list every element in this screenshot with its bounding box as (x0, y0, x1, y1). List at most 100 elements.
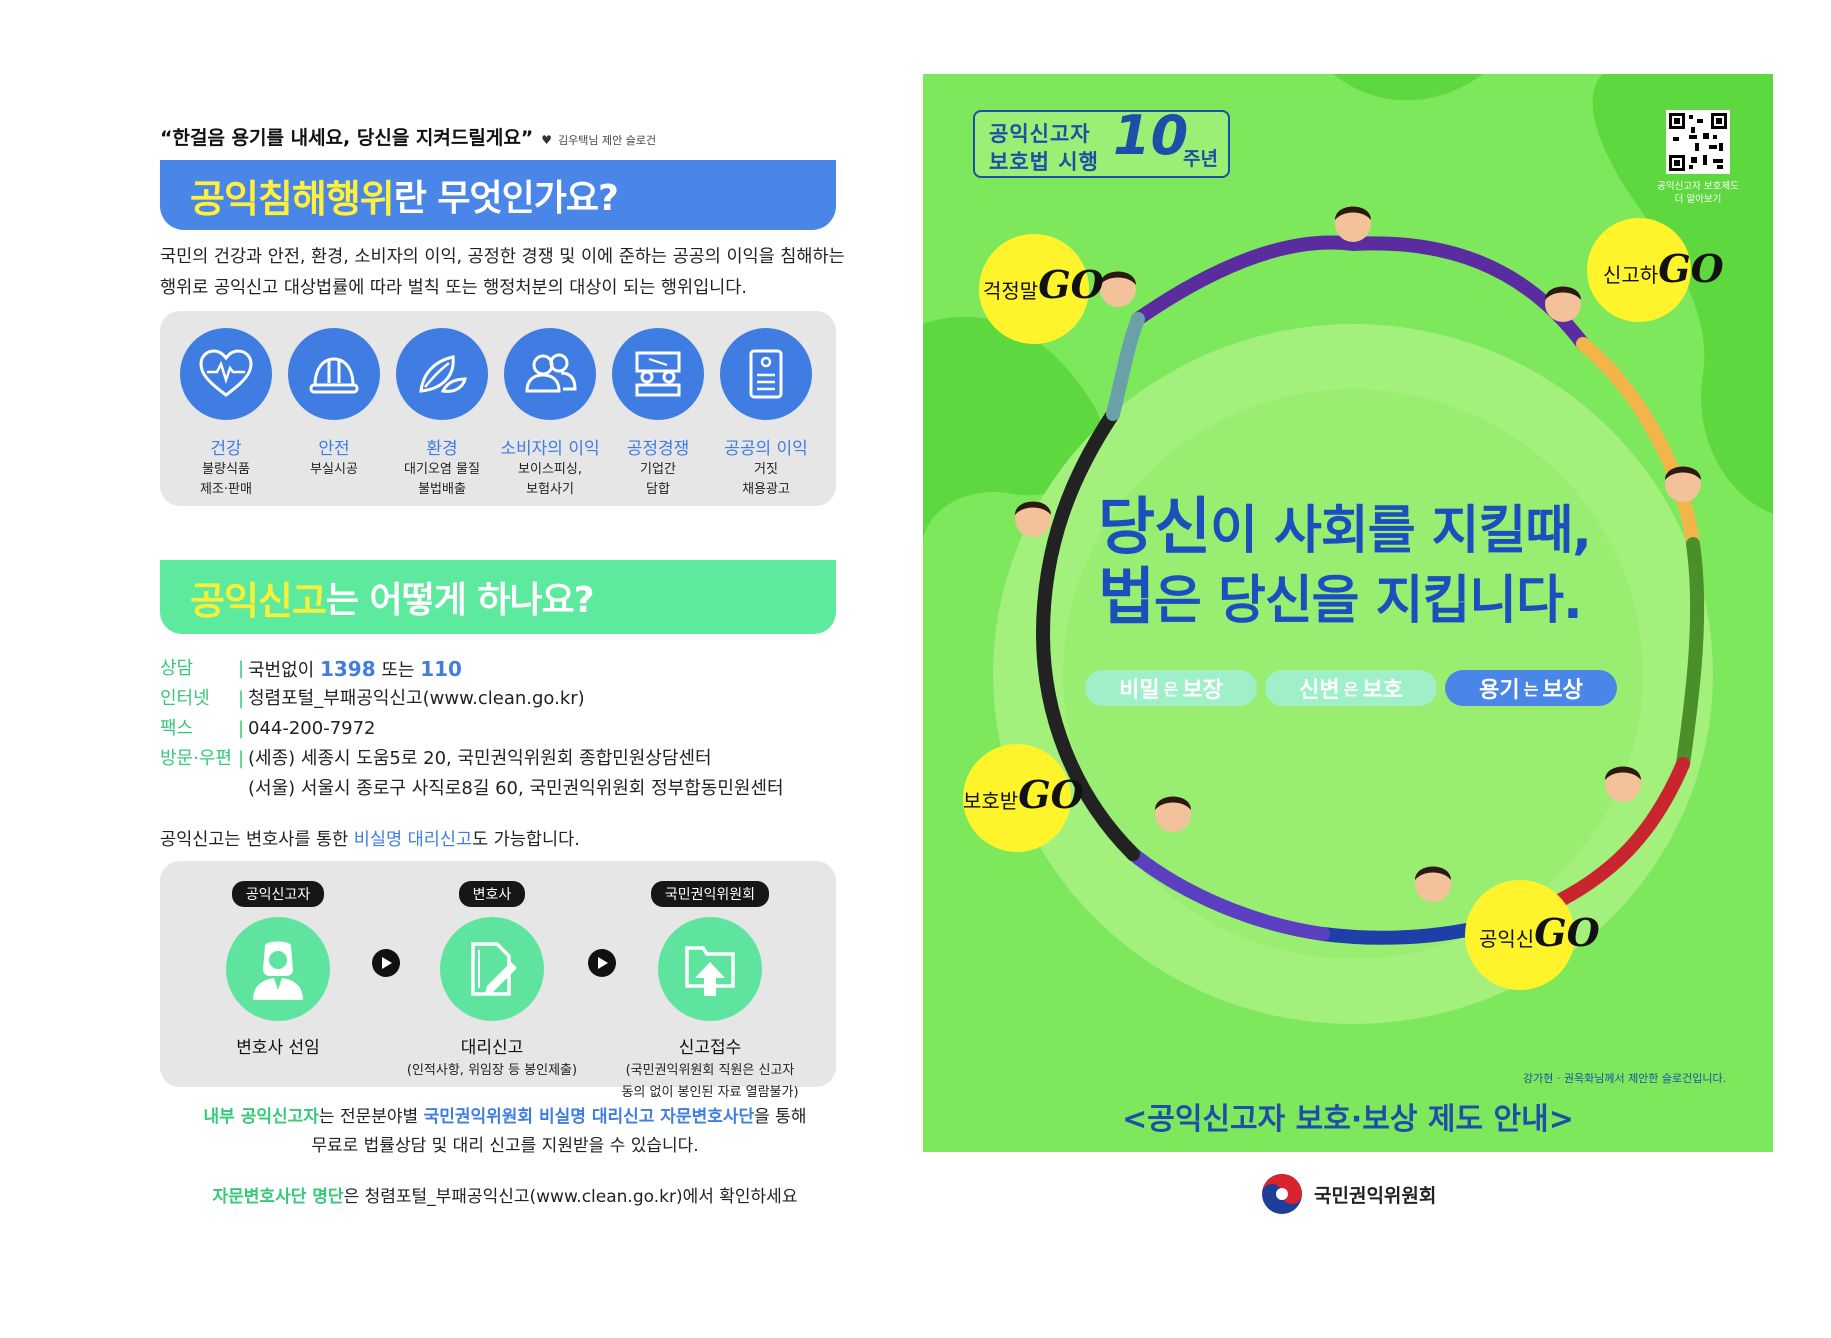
contact-label: 방문·우편 (160, 748, 232, 769)
flow-sub: (인적사항, 위임장 등 봉인제출) (406, 1063, 578, 1078)
speech-bubble-2 (1587, 218, 1691, 322)
note-text: 은 청렴포털_부패공익신고(www.clean.go.kr)에서 확인하세요 (343, 1187, 798, 1207)
slogan-credit: 김우택님 제안 슬로건 (558, 134, 657, 147)
category-desc: 보이스피싱, (518, 462, 582, 477)
contact-separator: | (238, 718, 245, 739)
note-text: 을 통해 (754, 1107, 807, 1127)
bubble-go: GO (1038, 262, 1104, 307)
flow-sub: 동의 없이 봉인된 자료 열람불가) (621, 1085, 799, 1100)
document-pen-icon (440, 917, 544, 1021)
slogan: “한걸음 용기를 내세요, 당신을 지켜드릴게요” ♥ 김우택님 제안 슬로건 (160, 123, 656, 150)
contact-separator: | (238, 658, 245, 679)
agent-report-line: 공익신고는 변호사를 통한 비실명 대리신고도 가능합니다. (160, 826, 580, 851)
anniversary-badge: 공익신고자 보호법 시행 10 주년 (973, 104, 1230, 178)
bubble-text-2: 신고하GO (1603, 246, 1724, 291)
pill-word: 비밀 (1119, 678, 1160, 703)
intro-line: 국민의 건강과 안전, 환경, 소비자의 이익, 공정한 경쟁 및 이에 준하는… (160, 247, 845, 267)
advisory-line-2: 무료로 법률상담 및 대리 신고를 지원받을 수 있습니다. (311, 1136, 699, 1156)
category-desc: 부실시공 (310, 462, 358, 477)
slogan-credit-poster: 강가현 · 권옥화님께서 제안한 슬로건입니다. (1523, 1072, 1727, 1085)
badge-line-1: 공익신고자 (989, 122, 1091, 146)
bubble-word: 신고하 (1603, 263, 1659, 287)
bubble-word: 보호받 (963, 789, 1019, 813)
taegeuk-logo-icon (1262, 1174, 1302, 1214)
category-panel: 건강 불량식품 제조·판매 안전 부실시공 환경 대기오염 물질 불법배출 소비… (160, 311, 836, 506)
category-title: 안전 (318, 439, 350, 459)
section-header-rest: 는 어떻게 하나요? (325, 580, 595, 621)
slogan-text: “한걸음 용기를 내세요, 당신을 지켜드릴게요” (160, 127, 534, 149)
intro-line: 행위로 공익신고 대상법률에 따라 벌칙 또는 행정처분의 대상이 되는 행위입… (160, 278, 747, 298)
flow-step-lawyer: 변호사 대리신고 (인적사항, 위임장 등 봉인제출) (392, 881, 592, 1080)
note-highlight: 내부 공익신고자 (203, 1107, 319, 1127)
section-header-highlight: 공익침해행위 (190, 176, 395, 221)
advisory-note: 내부 공익신고자는 전문분야별 국민권익위원회 비실명 대리신고 자문변호사단을… (160, 1103, 850, 1161)
poster-footer-title: <공익신고자 보호·보상 제도 안내> (1122, 1102, 1574, 1137)
bubble-text-3: 보호받GO (963, 772, 1084, 817)
phone-110: 110 (420, 657, 462, 681)
section-header-rest: 란 무엇인가요? (393, 178, 619, 219)
note-highlight: 자문변호사단 명단 (212, 1187, 344, 1207)
category-competition: 공정경쟁 기업간 담합 (604, 328, 712, 499)
pill-word: 보장 (1182, 678, 1223, 703)
category-title: 공정경쟁 (626, 439, 690, 459)
intro-paragraph: 국민의 건강과 안전, 환경, 소비자의 이익, 공정한 경쟁 및 이에 준하는… (160, 242, 850, 304)
flow-sub: (국민권익위원회 직원은 신고자 (625, 1063, 795, 1078)
heart-pulse-icon (180, 328, 272, 420)
phone-1398: 1398 (319, 657, 376, 681)
pill-particle: 은 (1343, 680, 1359, 699)
headline-emphasis: 당신 (1098, 490, 1211, 563)
category-desc: 채용광고 (742, 482, 790, 497)
headline-text: 은 당신을 지킵니다. (1154, 571, 1583, 631)
document-icon (720, 328, 812, 420)
flow-tag: 공익신고자 (231, 881, 325, 907)
category-public: 공공의 이익 거짓 채용광고 (712, 328, 820, 499)
flow-title: 변호사 선임 (236, 1038, 320, 1058)
bubble-word: 공익신 (1479, 927, 1535, 951)
category-consumer: 소비자의 이익 보이스피싱, 보험사기 (496, 328, 604, 499)
contact-separator: | (238, 748, 245, 769)
bubble-go: GO (1658, 246, 1724, 291)
agent-text: 공익신고는 변호사를 통한 (160, 830, 354, 850)
pill-word: 보호 (1362, 678, 1403, 703)
meeting-icon (612, 328, 704, 420)
category-desc: 불법배출 (418, 482, 466, 497)
flow-step-reporter: 공익신고자 변호사 선임 (178, 881, 378, 1058)
category-desc: 제조·판매 (200, 482, 252, 497)
poster: 공익신고자 보호법 시행 10 주년 공익신고자 보호제도 더 알아보기 걱정말… (923, 74, 1773, 1152)
heart-icon: ♥ (541, 133, 553, 147)
report-flow-panel: 공익신고자 변호사 선임 변호사 대리신고 (인적사항, 위임장 등 봉인제출)… (160, 861, 836, 1100)
headline-emphasis: 법 (1098, 560, 1155, 633)
contact-label: 팩스 (160, 718, 194, 739)
flow-title: 대리신고 (460, 1038, 524, 1058)
speech-bubble-1 (979, 234, 1089, 344)
people-icon (504, 328, 596, 420)
contact-text: 국번없이 (248, 660, 320, 681)
pill-word: 보상 (1542, 678, 1583, 703)
pill-particle: 은 (1163, 680, 1179, 699)
category-desc: 대기오염 물질 (404, 462, 480, 477)
headline-line-1: 당신이 사회를 지킬때, (1098, 494, 1592, 564)
qr-code-icon[interactable] (1666, 110, 1730, 174)
qr-caption-line: 공익신고자 보호제도 (1657, 181, 1739, 192)
organization-name: 국민권익위원회 (1314, 1185, 1437, 1207)
contact-separator: | (238, 688, 245, 709)
note-text: 는 전문분야별 (318, 1107, 424, 1127)
flow-step-commission: 국민권익위원회 신고접수 (국민권익위원회 직원은 신고자 동의 없이 봉인된 … (610, 881, 810, 1102)
advisory-list-note: 자문변호사단 명단은 청렴포털_부패공익신고(www.clean.go.kr)에… (160, 1182, 850, 1207)
pill-word: 용기 (1479, 678, 1520, 703)
category-title: 공공의 이익 (724, 439, 808, 459)
category-desc: 기업간 (640, 462, 676, 477)
agent-text: 도 가능합니다. (472, 830, 580, 850)
qr-caption: 공익신고자 보호제도 더 알아보기 (1623, 180, 1773, 206)
arrow-right-icon (588, 949, 616, 977)
people-figures (1015, 206, 1701, 902)
category-desc: 불량식품 (202, 462, 250, 477)
badge-unit: 주년 (1183, 148, 1218, 170)
bubble-word: 걱정말 (983, 279, 1039, 303)
lawyer-icon (226, 917, 330, 1021)
pill-particle: 는 (1523, 680, 1539, 699)
bubble-go: GO (1534, 910, 1600, 955)
contact-label: 상담 (160, 658, 194, 679)
